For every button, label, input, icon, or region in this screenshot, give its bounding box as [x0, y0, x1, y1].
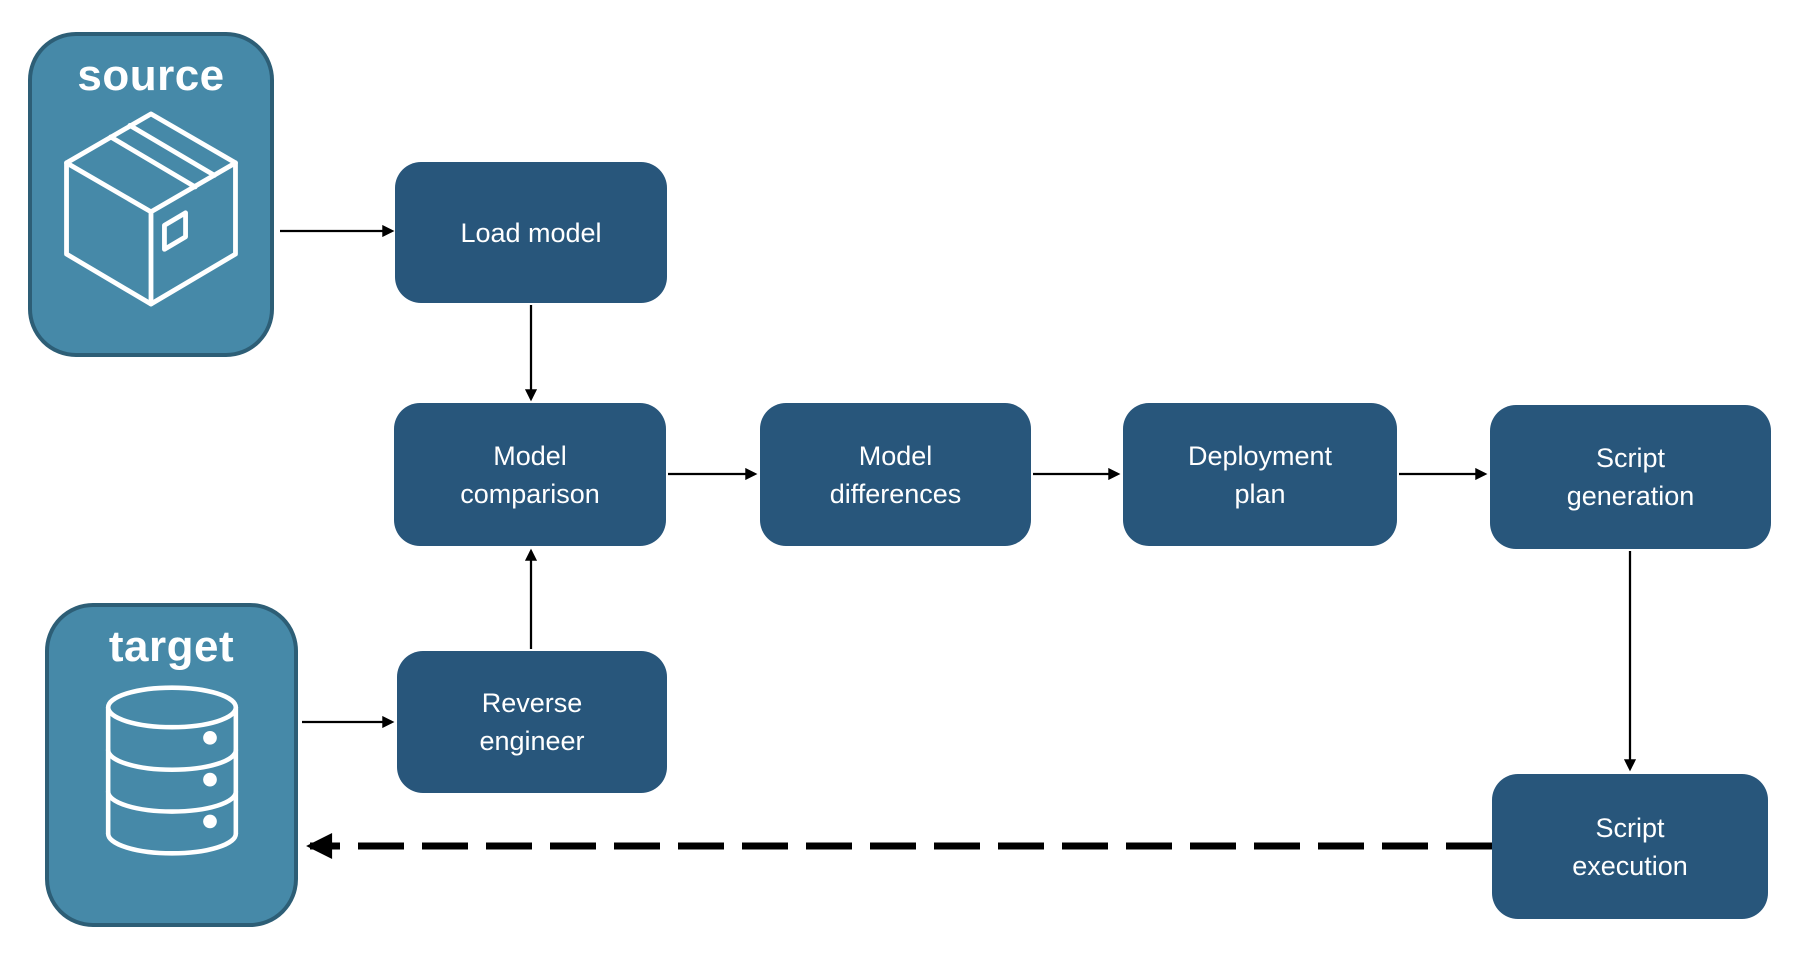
- node-load-model: Load model: [395, 162, 667, 303]
- source-label: source: [77, 51, 225, 100]
- node-label: Deployment plan: [1187, 440, 1333, 509]
- database-icon: [105, 685, 238, 856]
- node-script-generation: Script generation: [1490, 405, 1771, 549]
- node-label: Script execution: [1572, 812, 1688, 881]
- target-label: target: [108, 622, 235, 671]
- container-target: target: [45, 603, 298, 927]
- node-label: Model comparison: [460, 440, 600, 509]
- node-model-comparison: Model comparison: [394, 403, 666, 546]
- node-label: Model differences: [829, 440, 962, 509]
- node-script-execution: Script execution: [1492, 774, 1768, 919]
- node-reverse-engineer: Reverse engineer: [397, 651, 667, 793]
- node-model-differences: Model differences: [760, 403, 1031, 546]
- container-source: source: [28, 32, 274, 357]
- package-icon: [64, 111, 238, 307]
- node-deployment-plan: Deployment plan: [1123, 403, 1397, 546]
- node-label: Reverse engineer: [479, 688, 585, 756]
- node-label: Script generation: [1566, 443, 1695, 511]
- node-label: Load model: [460, 217, 602, 248]
